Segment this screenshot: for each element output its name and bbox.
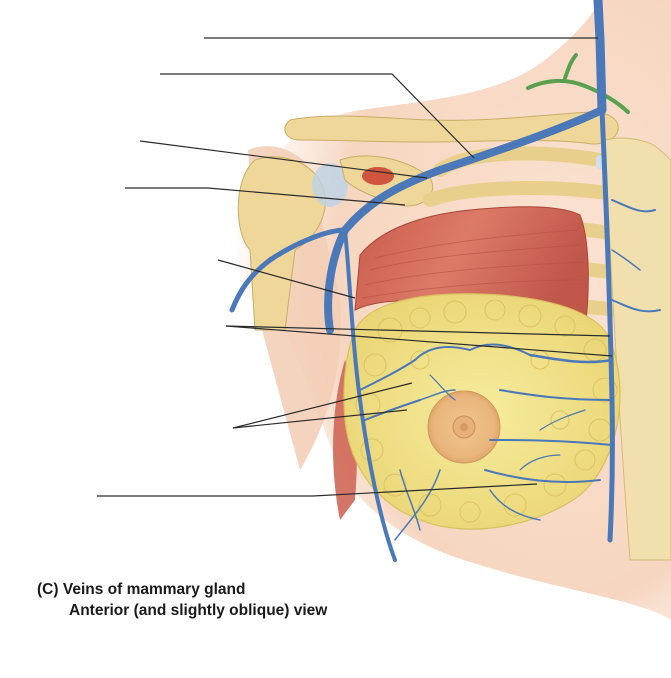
nipple-center <box>460 423 468 431</box>
veins <box>229 0 661 562</box>
figure-caption: (C) Veins of mammary gland Anterior (and… <box>37 579 327 621</box>
humeral-head-cartilage <box>312 163 348 207</box>
caption-view: Anterior (and slightly oblique) view <box>69 602 328 619</box>
leader-lines <box>97 37 613 497</box>
leader-line-6b <box>225 325 613 357</box>
leader-line-6a <box>225 325 611 337</box>
caption-line-1: (C) Veins of mammary gland <box>37 579 327 600</box>
leader-line-5 <box>217 259 356 299</box>
nerve <box>526 53 630 114</box>
leader-line-2 <box>160 73 475 159</box>
leader-line-7b <box>232 409 408 429</box>
coracoid-muscle-attachment <box>362 167 394 185</box>
leader-line-8 <box>97 483 538 497</box>
leader-line-3 <box>139 140 428 179</box>
caption-title: Veins of mammary gland <box>62 581 246 598</box>
caption-panel-label: (C) <box>37 581 59 598</box>
leader-line-4 <box>125 187 406 206</box>
leader-line-7a <box>232 382 413 429</box>
sternum <box>604 137 671 561</box>
muscle-fibers <box>361 229 586 299</box>
